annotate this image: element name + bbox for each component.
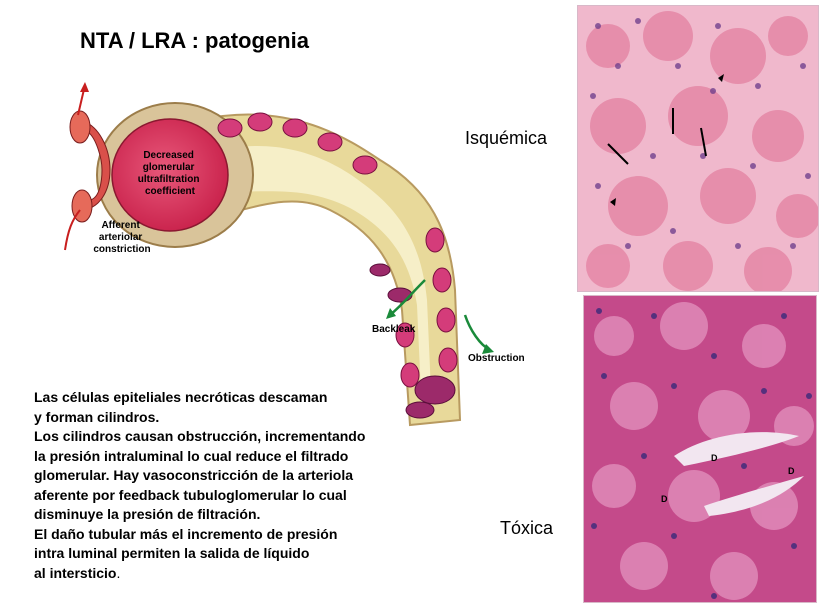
lumen-space-2 xyxy=(704,476,804,516)
description-line: disminuye la presión de filtración. xyxy=(34,506,261,522)
glomerulus-label-line: coefficient xyxy=(145,186,196,197)
arrow-in xyxy=(64,209,81,251)
arteriole-label-line: Afferent xyxy=(101,220,140,231)
slide-title: NTA / LRA : patogenia xyxy=(80,28,309,53)
description-line: intra luminal permiten la salida de líqu… xyxy=(34,545,310,561)
obstruction-label: Obstruction xyxy=(468,353,525,364)
damage-marker: D xyxy=(661,494,668,504)
ischemic-micrograph xyxy=(577,5,819,292)
description-lines: Las células epiteliales necróticas desca… xyxy=(34,388,454,564)
description-text: Las células epiteliales necróticas desca… xyxy=(34,388,454,583)
tubule-pathogenesis-diagram: Decreased glomerular ultrafiltration coe… xyxy=(64,82,525,427)
description-line: y forman cilindros. xyxy=(34,408,160,425)
ischemic-label: Isquémica xyxy=(465,128,548,148)
description-line: aferente por feedback tubuloglomerular l… xyxy=(34,486,347,503)
arteriole-label-line: arteriolar xyxy=(99,232,142,243)
description-line: Las células epiteliales necróticas desca… xyxy=(34,389,328,405)
glomerulus-label-line: Decreased xyxy=(143,150,194,161)
tubule-lumen xyxy=(220,145,432,416)
arteriole-label: Afferent arteriolar constriction xyxy=(93,220,150,255)
backleak-label: Backleak xyxy=(372,324,416,335)
arteriole-top xyxy=(69,110,91,144)
glomerulus xyxy=(111,118,229,232)
description-last-line: al intersticio xyxy=(34,564,117,581)
description-line: glomerular. Hay vasoconstricción de la a… xyxy=(34,467,354,483)
lumen-space xyxy=(674,432,799,466)
description-line: El daño tubular más el incremento de pre… xyxy=(34,525,338,542)
toxic-micrograph: D D D xyxy=(583,295,817,603)
glomerulus-label-line: glomerular xyxy=(143,162,195,173)
description-last-punct: . xyxy=(116,564,121,581)
damage-marker: D xyxy=(711,453,718,463)
damage-marker: D xyxy=(788,466,795,476)
toxic-label: Tóxica xyxy=(500,518,554,538)
description-line: Los cilindros causan obstrucción, increm… xyxy=(34,428,366,444)
arteriole-label-line: constriction xyxy=(93,244,150,255)
description-line: la presión intraluminal lo cual reduce e… xyxy=(34,447,349,464)
glomerulus-label-line: ultrafiltration xyxy=(138,174,200,185)
glomerulus-label: Decreased glomerular ultrafiltration coe… xyxy=(138,150,202,197)
